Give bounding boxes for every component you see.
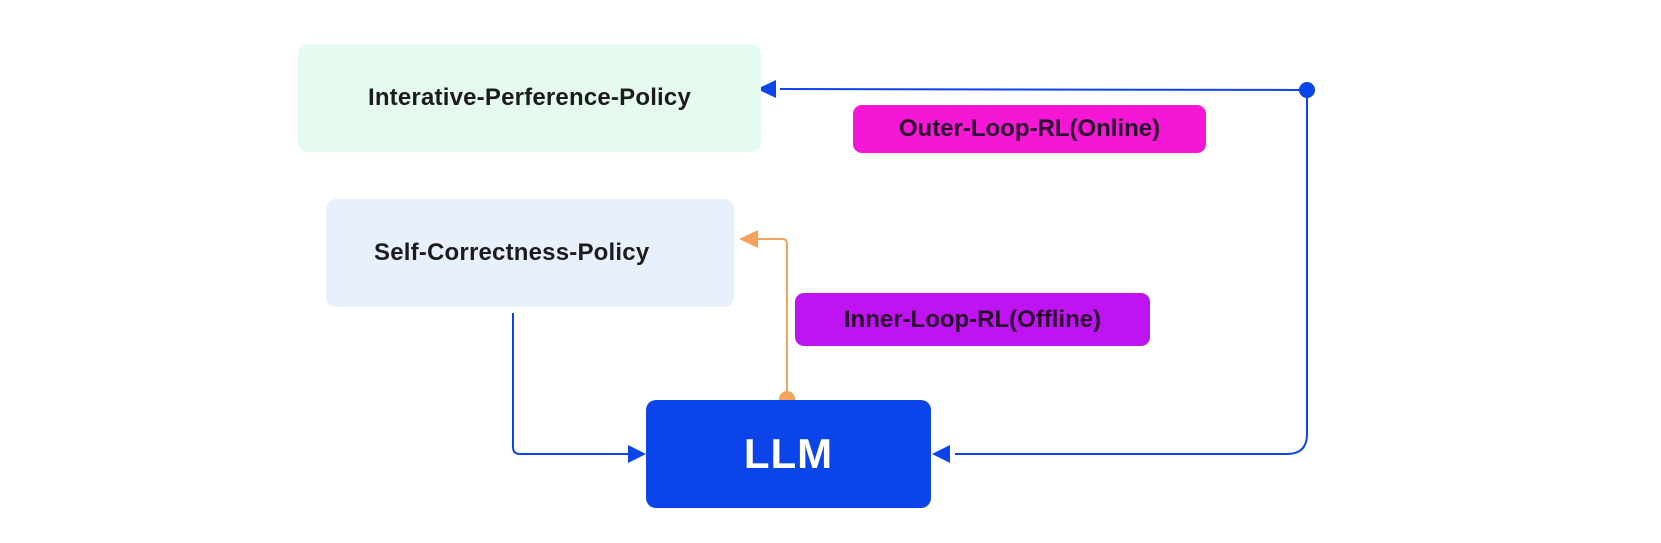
arrowhead-to-llm-right [932,445,950,463]
node-llm-label: LLM [743,430,834,477]
arrowhead-to-iterative [757,80,776,98]
tag-inner-loop: Inner-Loop-RL(Offline) [795,293,1150,346]
node-llm: LLM [646,400,931,508]
node-iterative-policy-label: Interative-Perference-Policy [367,84,692,111]
arrowhead-to-self-correctness [739,230,758,248]
node-self-correctness-policy-label: Self-Correctness-Policy [374,239,650,266]
tag-outer-loop: Outer-Loop-RL(Online) [853,105,1206,153]
outer-loop-origin-dot [1299,82,1315,98]
edge-outer-loop [955,89,1310,455]
node-self-correctness-policy: Self-Correctness-Policy [326,199,734,307]
edge-inner-loop [758,238,788,399]
node-iterative-policy: Interative-Perference-Policy [298,44,761,152]
edge-self-to-llm [512,313,628,455]
edge-outer-loop-top [779,88,1308,91]
tag-inner-loop-label: Inner-Loop-RL(Offline) [843,305,1102,333]
tag-outer-loop-label: Outer-Loop-RL(Online) [898,115,1161,142]
arrowhead-to-llm-left [628,445,646,463]
